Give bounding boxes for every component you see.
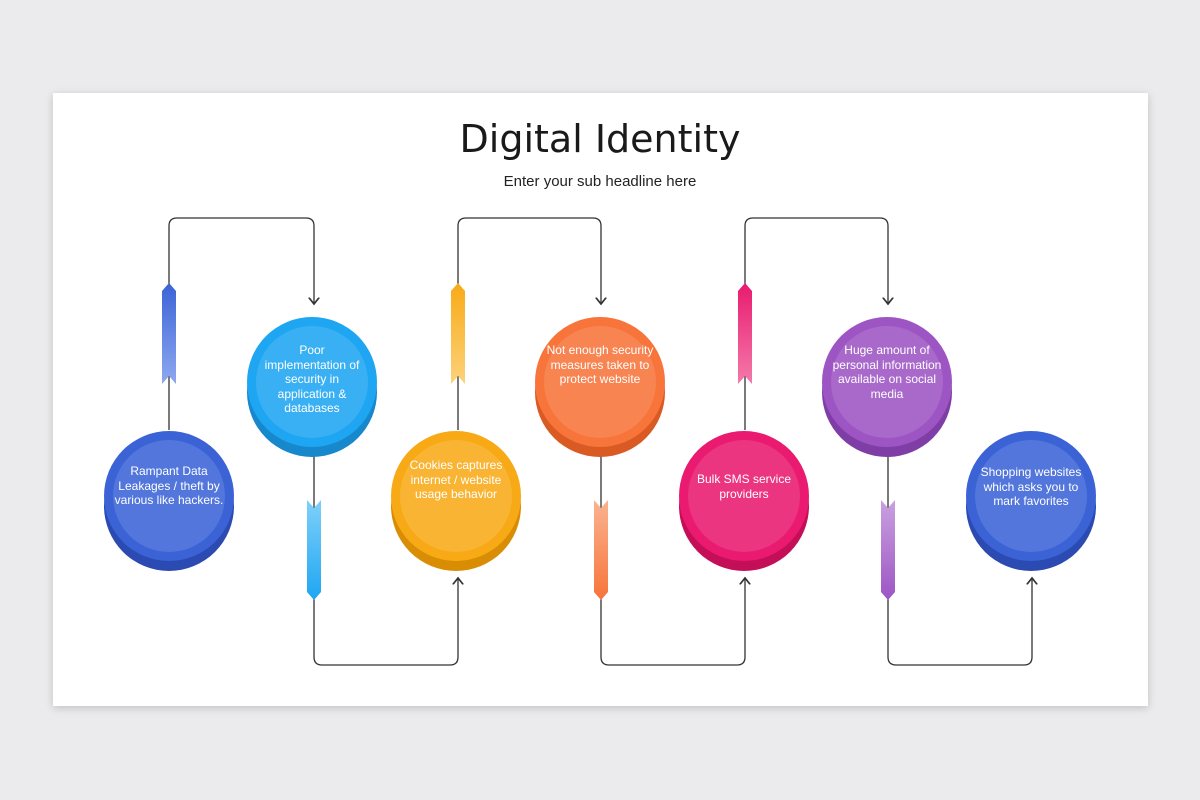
node-7-circle [966, 431, 1096, 571]
node-6-circle [822, 317, 952, 457]
connector-5-6 [744, 217, 888, 430]
node-3-circle [391, 431, 521, 571]
node-5-circle [679, 431, 809, 571]
node-4-text: Not enough security measures taken to pr… [546, 343, 654, 386]
connector-3-4 [457, 217, 601, 430]
node-6-text: Huge amount of personal information avai… [832, 343, 942, 401]
node-2-text: Poor implementation of security in appli… [264, 343, 360, 415]
page-title: Digital Identity [459, 117, 741, 161]
connector-1-2 [168, 217, 314, 430]
ribbon-4 [594, 500, 608, 600]
node-3-text: Cookies captures internet / website usag… [409, 458, 503, 501]
connector-4-5 [600, 455, 745, 666]
page-subtitle: Enter your sub headline here [503, 173, 697, 190]
connector-6-7 [887, 455, 1032, 666]
ribbon-1 [162, 283, 176, 384]
node-1-text: Rampant Data Leakages / theft by various… [114, 464, 224, 507]
connector-2-3 [313, 455, 458, 666]
node-7-text: Shopping websites which asks you to mark… [980, 465, 1082, 508]
ribbon-5 [738, 283, 752, 384]
node-1-circle [104, 431, 234, 571]
node-2-circle [247, 317, 377, 457]
ribbon-6 [881, 500, 895, 600]
node-5-text: Bulk SMS service providers [696, 472, 792, 501]
ribbon-2 [307, 500, 321, 600]
node-4-circle [535, 317, 665, 457]
ribbon-3 [451, 283, 465, 384]
